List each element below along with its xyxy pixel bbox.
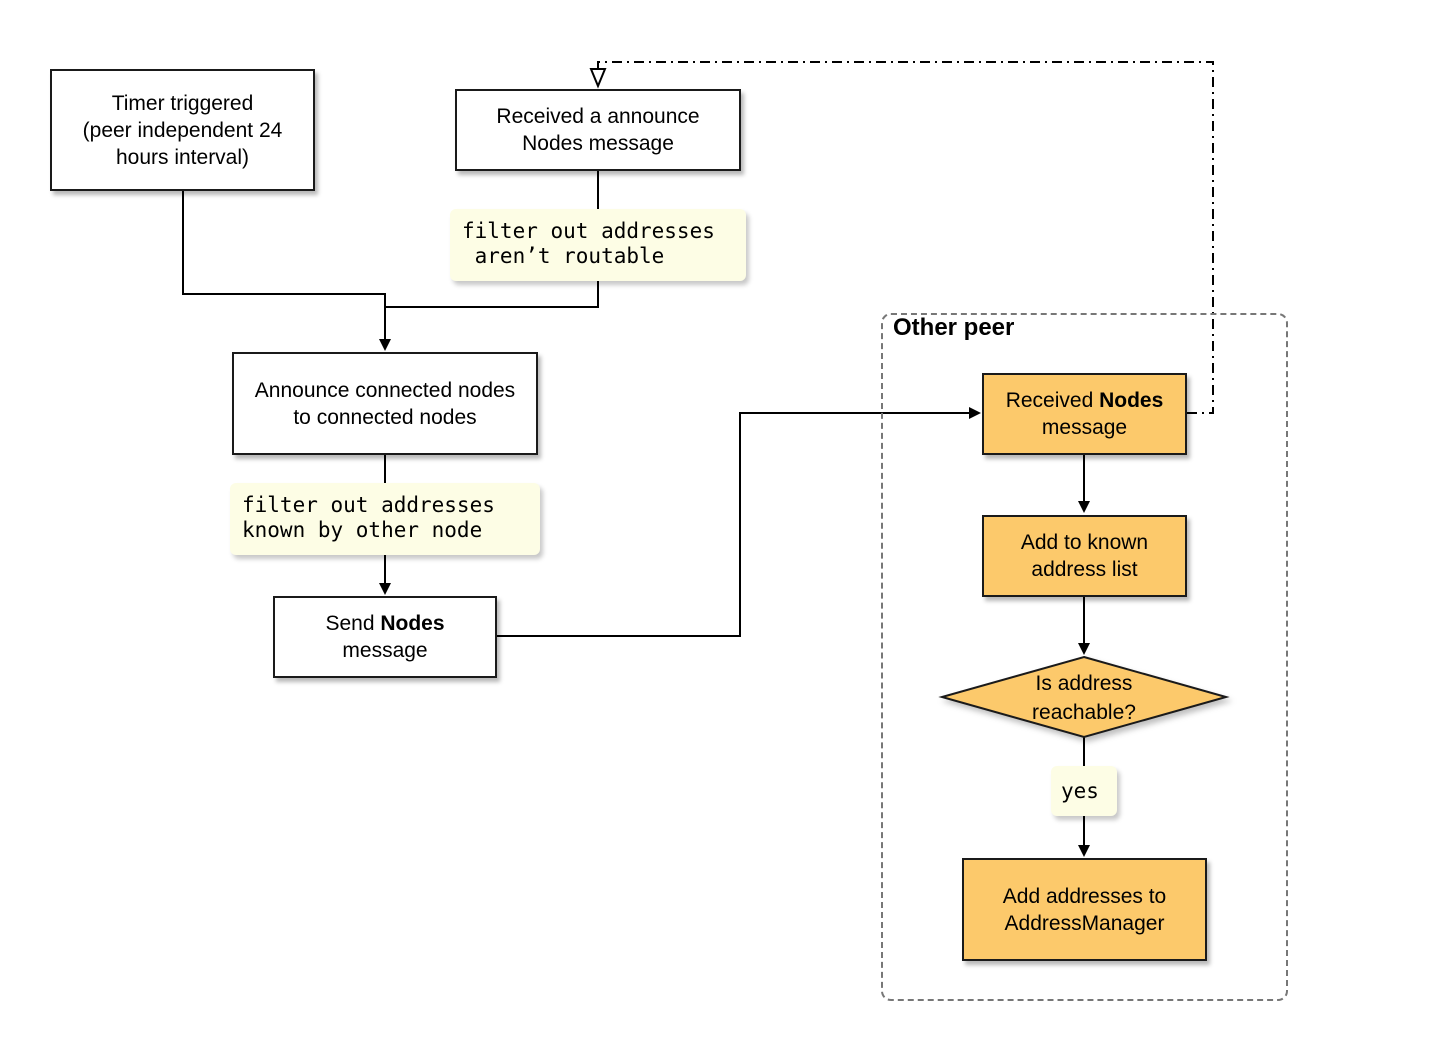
received-nodes-box: Received Nodes message (982, 373, 1187, 455)
timer-line-2: (peer independent 24 (82, 118, 283, 142)
add-known-line-2: address list (1031, 558, 1138, 581)
received-announce-line-1: Received a announce (496, 105, 700, 128)
received-nodes-line-2: message (1041, 416, 1128, 439)
yes-note: yes (1051, 766, 1117, 816)
timer-line-3: hours interval) (115, 145, 250, 169)
announce-line-1: Announce connected nodes (254, 378, 516, 402)
send-bold: Nodes (380, 612, 445, 635)
announce-line-2: to connected nodes (293, 405, 477, 429)
add-manager-box: Add addresses to AddressManager (962, 858, 1207, 961)
received-nodes-prefix: Received (1005, 389, 1100, 412)
received-nodes-line-1: Received Nodes (1006, 387, 1164, 414)
reachable-diamond (938, 655, 1230, 739)
send-line-1: Send Nodes (325, 610, 444, 637)
announce-box: Announce connected nodes to connected no… (232, 352, 538, 455)
timer-triggered-box: Timer triggered (peer independent 24 hou… (50, 69, 315, 191)
connector-send-to-received-nodes (497, 407, 981, 637)
reachable-line-1: Is address (1035, 672, 1133, 695)
timer-line-1: Timer triggered (111, 91, 254, 115)
connector-feedback-loop (597, 61, 1214, 414)
received-nodes-bold: Nodes (1099, 389, 1164, 412)
reachable-line-2: reachable? (1032, 701, 1136, 724)
add-known-box: Add to known address list (982, 515, 1187, 597)
connector-timer-to-announce (182, 191, 391, 351)
send-line-2: message (342, 639, 428, 662)
reachable-label: Is address reachable? (1004, 669, 1164, 727)
other-peer-title: Other peer (893, 314, 1015, 341)
add-known-line-1: Add to known (1020, 531, 1149, 554)
add-manager-line-1: Add addresses to (1002, 884, 1167, 908)
received-announce-line-2: Nodes message (522, 132, 674, 155)
add-manager-line-2: AddressManager (1004, 911, 1165, 935)
open-arrowhead (589, 68, 607, 89)
send-prefix: Send (325, 612, 381, 635)
received-announce-box: Received a announce Nodes message (455, 89, 741, 171)
other-peer-group (881, 313, 1288, 1001)
filter-routable-note: filter out addresses aren’t routable (450, 209, 746, 281)
filter-known-note: filter out addresses known by other node (230, 483, 540, 555)
send-nodes-box: Send Nodes message (273, 596, 497, 678)
